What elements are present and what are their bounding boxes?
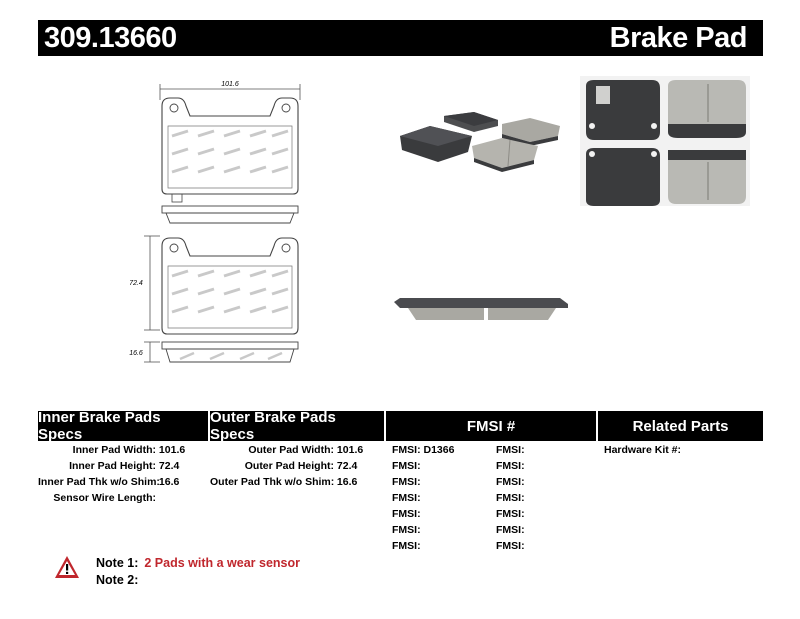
note-2-label: Note 2: [96, 573, 139, 587]
inner-spec-row: Inner Pad Thk w/o Shim: 16.6 [38, 476, 179, 488]
fmsi-row: FMSI: [392, 524, 421, 536]
note-1: Note 1: 2 Pads with a wear sensor [96, 556, 300, 570]
width-dimension: 101.6 [159, 81, 301, 100]
outer-spec-value: 101.6 [336, 444, 364, 456]
height-dimension: 72.4 [129, 235, 160, 331]
fmsi-row: FMSI: [496, 460, 525, 472]
inner-spec-value: 72.4 [158, 460, 180, 472]
note-2: Note 2: [96, 573, 144, 587]
outer-spec-value: 16.6 [336, 476, 358, 488]
fmsi-row: FMSI: [496, 508, 525, 520]
inner-spec-value: 101.6 [158, 444, 186, 456]
fmsi-row: FMSI: [392, 492, 421, 504]
product-photos [394, 76, 750, 320]
outer-spec-label: Outer Pad Width: [248, 444, 334, 456]
inner-pad-side [161, 205, 299, 224]
outer-spec-label: Outer Pad Height: [244, 460, 334, 472]
fmsi-label: FMSI: [392, 540, 421, 552]
thickness-dim-label: 16.6 [129, 350, 143, 357]
fmsi-label: FMSI: [496, 540, 525, 552]
fmsi-row: FMSI: [496, 492, 525, 504]
outer-spec-row: Outer Pad Width: 101.6 [210, 444, 363, 456]
part-number: 309.13660 [44, 22, 177, 54]
inner-spec-label: Inner Pad Width: [72, 444, 156, 456]
inner-pad-outline [161, 97, 299, 203]
fmsi-row: FMSI: [392, 508, 421, 520]
fmsi-label: FMSI: [392, 460, 421, 472]
fmsi-row: FMSI: [496, 524, 525, 536]
note-1-label: Note 1: [96, 556, 139, 570]
fmsi-row: FMSI: [392, 460, 421, 472]
outer-spec-row: Outer Pad Height: 72.4 [210, 460, 358, 472]
fmsi-label: FMSI: [496, 476, 525, 488]
fmsi-label: FMSI: [392, 444, 421, 456]
outer-pad-outline [161, 237, 299, 335]
inner-specs-header: Inner Brake Pads Specs [38, 409, 208, 443]
product-type-title: Brake Pad [609, 22, 748, 54]
fmsi-label: FMSI: [496, 460, 525, 472]
technical-drawing: 101.6 72.4 [129, 81, 301, 363]
fmsi-label: FMSI: [392, 508, 421, 520]
fmsi-label: FMSI: [392, 492, 421, 504]
fmsi-header: FMSI # [386, 411, 596, 441]
inner-spec-row: Inner Pad Width: 101.6 [38, 444, 186, 456]
thickness-dimension: 16.6 [129, 341, 160, 363]
fmsi-value: D1366 [423, 444, 455, 456]
fmsi-label: FMSI: [496, 508, 525, 520]
related-parts-header: Related Parts [598, 411, 763, 441]
fmsi-label: FMSI: [392, 476, 421, 488]
inner-spec-label: Sensor Wire Length: [53, 492, 156, 504]
pad-set-flat-photo [580, 76, 750, 206]
width-dim-label: 101.6 [221, 81, 239, 88]
inner-spec-row: Sensor Wire Length: [38, 492, 156, 504]
inner-spec-label: Inner Pad Height: [69, 460, 156, 472]
fmsi-row: FMSI: [496, 540, 525, 552]
header-bar: 309.13660 Brake Pad [38, 20, 763, 56]
pad-set-perspective-photo [400, 112, 560, 172]
inner-spec-label: Inner Pad Thk w/o Shim: [38, 476, 160, 488]
outer-spec-label: Outer Pad Thk w/o Shim: [210, 476, 335, 488]
fmsi-row: FMSI: [496, 476, 525, 488]
hardware-kit-label: Hardware Kit #: [604, 444, 682, 456]
fmsi-label: FMSI: [496, 444, 525, 456]
inner-spec-value: 16.6 [158, 476, 180, 488]
hardware-kit-row: Hardware Kit #: [604, 444, 681, 456]
fmsi-row: FMSI: D1366 [392, 444, 454, 456]
height-dim-label: 72.4 [129, 280, 143, 287]
outer-spec-row: Outer Pad Thk w/o Shim: 16.6 [210, 476, 357, 488]
outer-specs-header: Outer Brake Pads Specs [210, 409, 384, 443]
fmsi-row: FMSI: [392, 476, 421, 488]
outer-spec-value: 72.4 [336, 460, 358, 472]
inner-spec-row: Inner Pad Height: 72.4 [38, 460, 179, 472]
fmsi-row: FMSI: [392, 540, 421, 552]
fmsi-label: FMSI: [496, 492, 525, 504]
note-1-value: 2 Pads with a wear sensor [144, 556, 300, 570]
pad-side-profile-photo [394, 298, 568, 320]
warning-triangle-icon [55, 556, 79, 578]
outer-pad-side [161, 341, 299, 363]
fmsi-label: FMSI: [392, 524, 421, 536]
fmsi-label: FMSI: [496, 524, 525, 536]
fmsi-row: FMSI: [496, 444, 525, 456]
